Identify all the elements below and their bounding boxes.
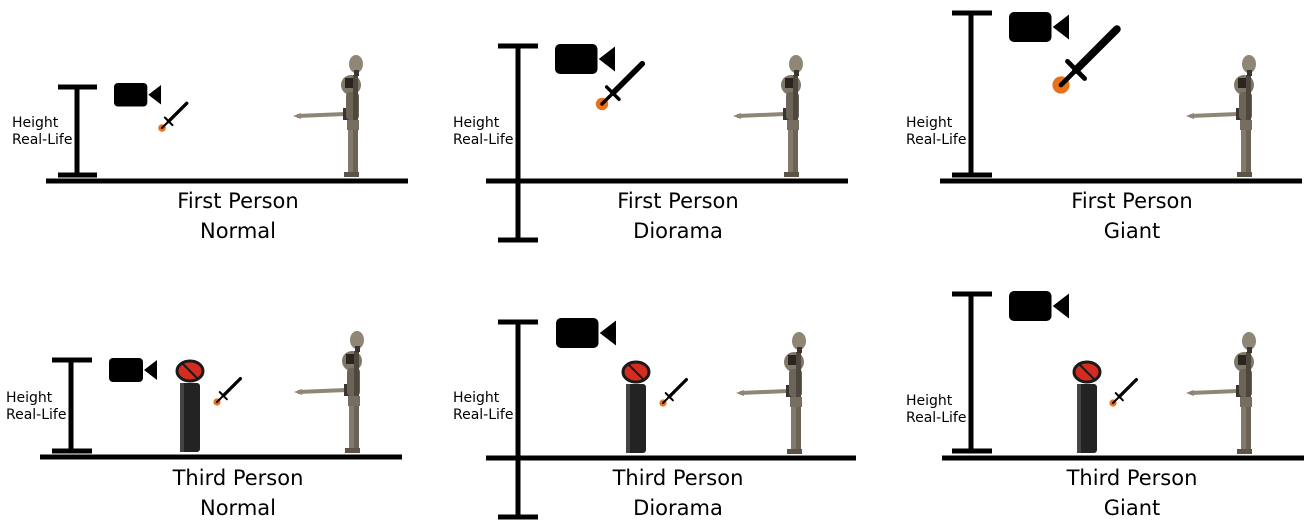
caption-first-person-normal: First Person Normal xyxy=(108,186,368,246)
height-bracket-icon xyxy=(58,84,97,178)
caption-title: Third Person xyxy=(1066,466,1198,490)
caption-third-person-diorama: Third Person Diorama xyxy=(548,463,808,523)
height-label-first-normal: Height Real-Life xyxy=(12,115,72,149)
skeleton-knight-icon xyxy=(734,330,808,456)
panel-third-person-normal xyxy=(40,329,402,460)
height-label-line1: Height xyxy=(453,115,500,131)
height-bracket-icon xyxy=(498,319,538,520)
caption-title: First Person xyxy=(177,189,299,213)
panel-first-person-normal xyxy=(46,53,408,184)
caption-title: First Person xyxy=(1071,189,1193,213)
player-pillar-icon xyxy=(621,360,651,455)
caption-first-person-diorama: First Person Diorama xyxy=(548,186,808,246)
height-bracket-icon xyxy=(52,357,92,454)
caption-mode: Normal xyxy=(200,219,276,243)
panel-third-person-giant xyxy=(942,291,1304,461)
caption-title: Third Person xyxy=(172,466,304,490)
height-label-line1: Height xyxy=(6,390,53,406)
camera-icon xyxy=(109,358,157,382)
height-label-line2: Real-Life xyxy=(6,407,67,423)
height-bracket-icon xyxy=(952,291,992,454)
skeleton-knight-icon xyxy=(731,53,805,179)
height-label-line1: Height xyxy=(906,393,953,409)
sword-icon xyxy=(211,376,243,408)
skeleton-knight-icon xyxy=(1184,53,1258,179)
caption-mode: Giant xyxy=(1103,219,1161,243)
caption-mode: Normal xyxy=(200,496,276,520)
player-pillar-icon xyxy=(175,359,205,454)
height-label-line2: Real-Life xyxy=(906,132,967,148)
skeleton-knight-icon xyxy=(1184,330,1258,456)
height-label-third-normal: Height Real-Life xyxy=(6,390,66,424)
camera-icon xyxy=(1009,291,1069,321)
camera-icon xyxy=(555,44,615,74)
caption-first-person-giant: First Person Giant xyxy=(1002,186,1262,246)
panel-third-person-diorama xyxy=(486,318,856,520)
camera-icon xyxy=(556,318,616,348)
caption-third-person-normal: Third Person Normal xyxy=(108,463,368,523)
camera-icon xyxy=(114,83,162,107)
player-pillar-icon xyxy=(1072,360,1102,455)
caption-third-person-giant: Third Person Giant xyxy=(1002,463,1262,523)
camera-icon xyxy=(1009,12,1069,42)
height-label-line1: Height xyxy=(453,390,500,406)
height-label-first-diorama: Height Real-Life xyxy=(453,115,513,149)
height-label-line1: Height xyxy=(12,115,59,131)
height-label-line1: Height xyxy=(906,115,953,131)
sword-icon xyxy=(1052,29,1117,94)
panel-first-person-giant xyxy=(940,10,1302,184)
sword-icon xyxy=(1107,377,1139,409)
height-label-line2: Real-Life xyxy=(453,132,514,148)
height-bracket-icon xyxy=(952,10,992,178)
height-label-third-diorama: Height Real-Life xyxy=(453,390,513,424)
height-label-line2: Real-Life xyxy=(12,132,73,148)
sword-icon xyxy=(596,64,643,110)
panel-first-person-diorama xyxy=(486,43,848,243)
caption-mode: Diorama xyxy=(633,219,723,243)
height-label-third-giant: Height Real-Life xyxy=(906,393,966,427)
sword-icon xyxy=(156,101,189,134)
sword-icon xyxy=(657,377,689,409)
skeleton-knight-icon xyxy=(291,53,365,179)
height-label-first-giant: Height Real-Life xyxy=(906,115,966,149)
height-bracket-icon xyxy=(498,43,538,243)
caption-mode: Giant xyxy=(1103,496,1161,520)
height-label-line2: Real-Life xyxy=(453,407,514,423)
height-label-line2: Real-Life xyxy=(906,410,967,426)
caption-title: First Person xyxy=(617,189,739,213)
skeleton-knight-icon xyxy=(292,329,366,455)
caption-mode: Diorama xyxy=(633,496,723,520)
caption-title: Third Person xyxy=(612,466,744,490)
